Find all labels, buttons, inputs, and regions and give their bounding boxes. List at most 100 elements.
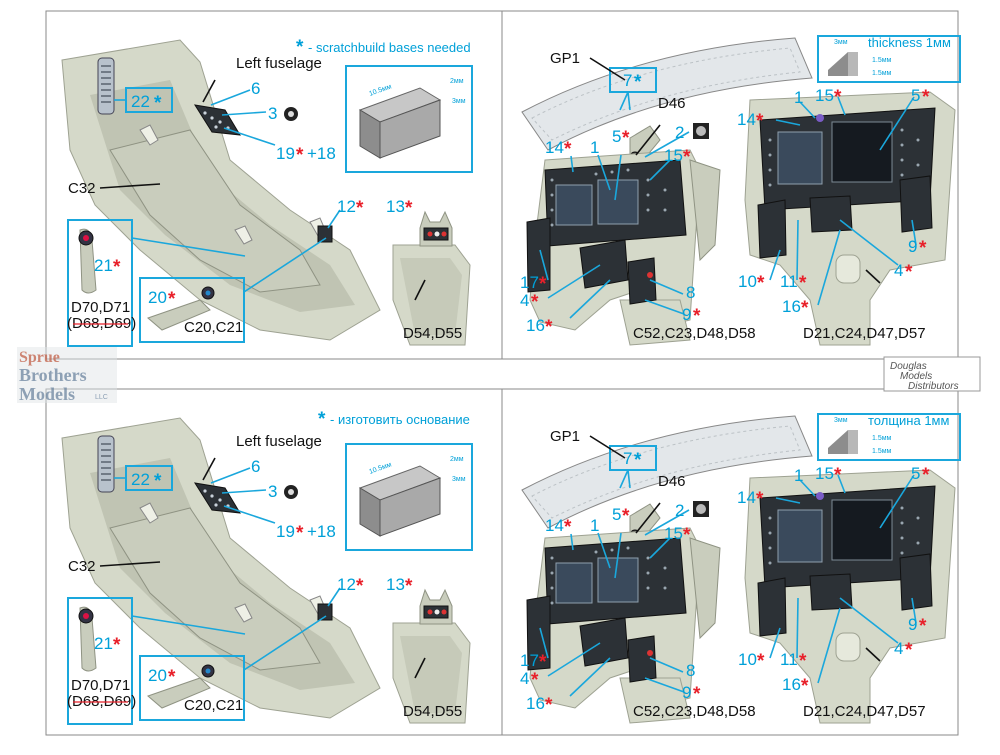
label-12: 12 [337,197,356,216]
star-14a: * [564,139,572,160]
star-15a-b: * [683,525,691,546]
label-5b: 5 [911,86,920,105]
label-plus18-b: +18 [307,522,336,541]
label-3-b: 3 [268,482,277,501]
fuselage-label: Left fuselage [236,55,322,72]
star-9b-b: * [919,616,927,637]
label-4b-b: 4 [894,639,903,658]
label-d21-b: D21,C24,D47,D57 [803,703,926,720]
label-c52-b: C52,C23,D48,D58 [633,703,756,720]
panel-frame-bottom-right [501,388,959,736]
star-22-b: * [154,471,162,492]
star-9a-b: * [693,684,701,705]
label-9a-b: 9 [682,683,691,702]
star-13-b: * [405,576,413,597]
label-10: 10 [738,272,757,291]
label-gp1-b: GP1 [550,428,580,445]
dim-a: 10.5мм [368,83,392,98]
label-c20: C20,C21 [184,319,243,336]
fuselage-label-2: Left fuselage [236,433,322,450]
label-gp1: GP1 [550,50,580,67]
label-16a-b: 16 [526,694,545,713]
label-d46-b: D46 [658,473,686,490]
label-d70: D70,D71 [71,299,130,316]
note-text-ru: - изготовить основание [330,412,470,427]
label-c32-b: C32 [68,558,96,575]
star-12: * [356,198,364,219]
label-11: 11 [780,272,798,291]
dim-label-r: thickness 1мм [868,35,951,50]
label-4a-b: 4 [520,669,529,688]
star-4a: * [531,292,539,313]
label-1b: 1 [794,88,803,107]
dim-b-b: 2мм [450,456,464,463]
label-16a: 16 [526,316,545,335]
star-7: * [634,72,642,93]
top-left-labels: * - scratchbuild bases needed Left fusel… [67,37,471,342]
label-11-b: 11 [780,650,798,669]
label-d46: D46 [658,95,686,112]
label-20: 20 [148,288,167,307]
label-c20-b: C20,C21 [184,697,243,714]
label-14a: 14 [545,138,564,157]
panel-frame-top-right [501,10,959,360]
star-4a-b: * [531,670,539,691]
dim-c: 3мм [452,98,466,105]
label-12-b: 12 [337,575,356,594]
label-14b-b: 14 [737,488,756,507]
cockpit-illustration-top [521,35,961,346]
star-7-b: * [634,450,642,471]
dim-c-r-b: 1.5мм [872,448,892,455]
label-1a-b: 1 [590,516,599,535]
star-15b-b: * [834,465,842,486]
label-10-b: 10 [738,650,757,669]
label-14a-b: 14 [545,516,564,535]
label-20-b: 20 [148,666,167,685]
label-15b: 15 [815,86,834,105]
label-19: 19 [276,144,295,163]
label-d54: D54,D55 [403,325,462,342]
label-5a-b: 5 [612,505,621,524]
watermark-word-1: Sprue [19,349,60,366]
star-4b-b: * [905,640,913,661]
star-19: * [296,145,304,166]
watermark-right-3: Distributors [908,381,959,392]
label-13-b: 13 [386,575,405,594]
label-16b-b: 16 [782,675,801,694]
dim-b-r-b: 1.5мм [872,435,892,442]
star-20-b: * [168,667,176,688]
label-4a: 4 [520,291,529,310]
star-15a: * [683,147,691,168]
star-16a: * [545,317,553,338]
cockpit-illustration-bottom [521,413,961,724]
label-2-b: 2 [675,501,684,520]
label-15b-b: 15 [815,464,834,483]
label-21-b: 21 [94,634,113,653]
label-plus18: +18 [307,144,336,163]
watermark-right-2: Models [900,371,932,382]
bottom-right-labels: GP1 7 * D46 2 14 * 1 5 * 15 * 17 * 4 * 1… [520,413,949,720]
label-5b-b: 5 [911,464,920,483]
label-7: 7 [623,71,632,90]
watermark-right: Douglas Models Distributors [883,356,981,392]
star-14b-b: * [756,489,764,510]
dim-c-r: 1.5мм [872,70,892,77]
dim-a-b: 10.5мм [368,461,392,476]
star-21: * [113,257,121,278]
label-22-b: 22 [131,470,150,489]
star-10: * [757,273,765,294]
label-c32: C32 [68,180,96,197]
dim-a-r: 3мм [834,39,848,46]
star-5a-b: * [622,506,630,527]
label-4b: 4 [894,261,903,280]
watermark-right-1: Douglas [890,361,927,372]
label-c52: C52,C23,D48,D58 [633,325,756,342]
label-22: 22 [131,92,150,111]
star-16b-b: * [801,676,809,697]
label-19-b: 19 [276,522,295,541]
label-21: 21 [94,256,113,275]
star-22: * [154,93,162,114]
label-6-b: 6 [251,457,260,476]
label-d21: D21,C24,D47,D57 [803,325,926,342]
label-5a: 5 [612,127,621,146]
